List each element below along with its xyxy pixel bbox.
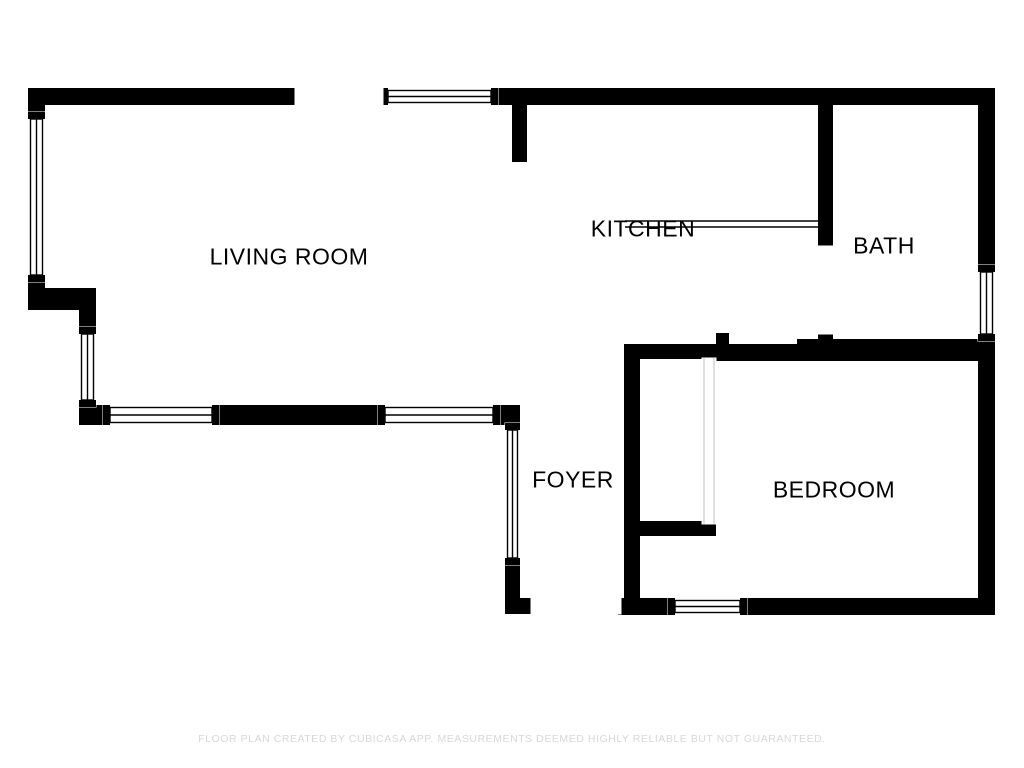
opening-bath-door-opening	[817, 245, 834, 335]
opening-foyer-entry-opening	[530, 597, 622, 615]
window-cap-top-living-window-step	[79, 327, 96, 334]
wall-living-bottom-left	[79, 405, 109, 425]
window-cap-left-living-window-bottom-2	[378, 405, 385, 425]
opening-closet-sliding-door	[701, 357, 717, 525]
wall-foyer-left-upper	[505, 405, 520, 427]
wall-closet-top	[624, 344, 716, 359]
window-cap-left-living-window-top	[381, 88, 388, 105]
wall-living-top-left	[28, 88, 295, 105]
room-label-foyer: FOYER	[532, 466, 614, 493]
room-label-bedroom: BEDROOM	[772, 476, 896, 503]
wall-bedroom-right	[978, 344, 995, 614]
wall-living-step-vertical	[79, 288, 96, 332]
wall-bedroom-bottom-right	[744, 598, 995, 615]
window-cap-bottom-foyer-window-left	[505, 558, 520, 565]
wall-bedroom-bottom-left	[618, 598, 673, 615]
wall-closet-left	[624, 344, 640, 600]
window-cap-right-living-window-bottom-1	[212, 405, 219, 425]
wall-living-bottom-mid	[216, 405, 381, 425]
fixtures-group	[625, 220, 820, 228]
window-cap-bottom-living-window-left	[28, 275, 45, 282]
window-cap-bottom-bath-window-right	[978, 334, 995, 341]
wall-closet-bottom-stub	[702, 521, 716, 536]
wall-foyer-bottom-left	[505, 598, 533, 614]
window-cap-left-living-window-bottom-1	[103, 405, 110, 425]
window-cap-top-foyer-window-left	[505, 423, 520, 430]
window-cap-top-bath-window-right	[978, 265, 995, 272]
room-label-living-room: LIVING ROOM	[209, 243, 369, 270]
wall-kitchen-top	[512, 88, 995, 105]
wall-bath-right	[978, 88, 995, 268]
wall-bedroom-top-stub	[716, 333, 729, 347]
wall-living-top-right	[497, 88, 515, 105]
window-cap-left-bedroom-window-bottom	[668, 598, 675, 615]
window-cap-bottom-living-window-step	[79, 400, 96, 407]
window-cap-right-living-window-bottom-2	[493, 405, 500, 425]
wall-kitchen-stub	[512, 88, 527, 162]
windows-group	[27, 87, 996, 616]
room-label-kitchen: KITCHEN	[590, 215, 696, 242]
room-label-bath: BATH	[853, 232, 915, 259]
wall-bedroom-top	[702, 344, 995, 361]
window-cap-right-bedroom-window-bottom	[740, 598, 747, 615]
wall-bath-left-upper	[818, 88, 833, 246]
footer-disclaimer: FLOOR PLAN CREATED BY CUBICASA APP. MEAS…	[198, 733, 826, 745]
wall-living-left	[28, 88, 45, 116]
window-cap-top-living-window-left	[28, 112, 45, 119]
opening-living-top-opening	[294, 87, 384, 106]
wall-closet-bottom	[624, 521, 716, 536]
window-cap-right-living-window-top	[491, 88, 498, 105]
openings-group	[294, 87, 834, 615]
